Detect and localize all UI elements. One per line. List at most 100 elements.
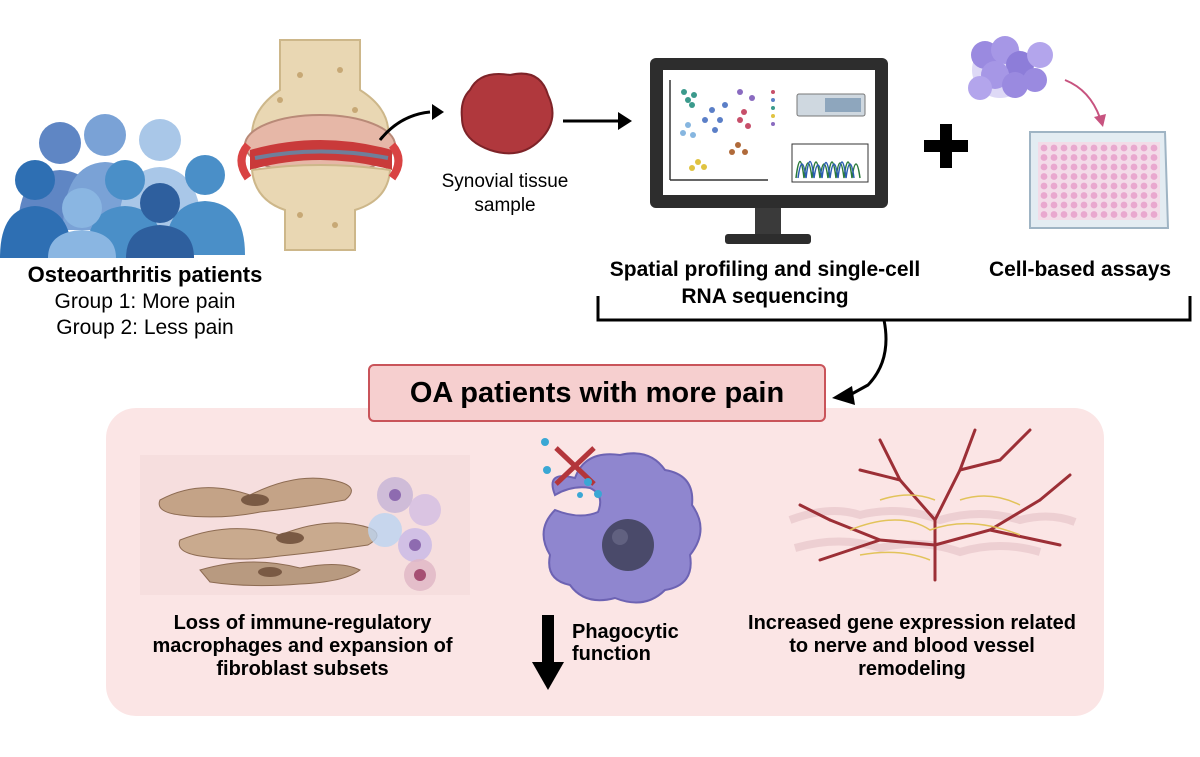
well [1040,211,1048,218]
well [1040,201,1048,209]
well [1120,163,1128,171]
well [1140,163,1148,171]
well [1080,201,1088,209]
well [1150,192,1158,199]
finding-macrophages: Loss of immune-regulatory macrophages an… [152,612,453,680]
well [1110,154,1118,161]
well [1060,201,1068,209]
well [1050,182,1058,190]
well [1100,173,1108,180]
vessel-nerve-illustration [788,428,1077,582]
well [1140,173,1148,180]
well [1100,211,1108,218]
well [1080,163,1088,171]
well [1140,192,1148,199]
synovial-tissue-label: Synovial tissue sample [441,171,569,216]
well [1090,201,1098,209]
well [1060,154,1068,161]
well [1080,173,1088,180]
well [1090,182,1098,190]
well [1090,163,1098,171]
well [1120,154,1128,161]
well [1130,182,1138,190]
well [1050,163,1058,171]
well [1100,201,1108,209]
well [1100,192,1108,199]
well [1130,144,1138,152]
well [1090,144,1098,152]
well [1060,173,1068,180]
well [1150,173,1158,180]
well [1050,211,1058,218]
well [1130,173,1138,180]
well [1110,144,1118,152]
plus-icon [924,124,968,168]
well [1090,211,1098,218]
well [1060,163,1068,171]
knee-joint-illustration [237,39,444,251]
well [1060,192,1068,199]
finding-remodeling: Increased gene expression related to ner… [748,612,1076,680]
well [1050,144,1058,152]
arrow-to-analysis [563,112,632,130]
well [1130,154,1138,161]
well [1140,182,1148,190]
well [1040,173,1048,180]
well [1070,144,1078,152]
well [1040,144,1048,152]
well [1060,182,1068,190]
well [1120,173,1128,180]
well [1110,173,1118,180]
well [1150,154,1158,161]
well [1090,154,1098,161]
well [1120,201,1128,209]
well [1130,201,1138,209]
cell-based-assays-label: Cell-based assays [988,258,1172,281]
well [1130,192,1138,199]
patients-group1: Group 1: More pain [54,290,236,313]
well [1100,154,1108,161]
well [1080,154,1088,161]
methods-bracket [596,296,1192,405]
blocked-phagocytosis-icon [541,438,602,498]
conclusion-box: OA patients with more pain [368,364,826,422]
well [1110,201,1118,209]
well [1040,154,1048,161]
well [1100,163,1108,171]
spatial-profiling-label: Spatial profiling and single-cell RNA se… [609,258,921,309]
well [1150,163,1158,171]
well [1070,163,1078,171]
well [1150,182,1158,190]
well [1100,182,1108,190]
well [1070,211,1078,218]
well [1120,192,1128,199]
finding-phagocytic: Phagocytic function [572,621,679,665]
decrease-arrow-icon [532,615,564,690]
well [1070,192,1078,199]
patients-people-icon [0,114,245,258]
computer-monitor-icon [650,58,888,244]
well [1050,192,1058,199]
well-plate-icon [1029,131,1170,229]
well [1060,144,1068,152]
well [1050,173,1058,180]
well [1080,182,1088,190]
well [1070,173,1078,180]
well [1070,154,1078,161]
well [1080,211,1088,218]
well [1130,211,1138,218]
well [1150,201,1158,209]
well [1120,182,1128,190]
well [1070,201,1078,209]
well [1120,211,1128,218]
well [1110,192,1118,199]
well [1040,163,1048,171]
well [1110,182,1118,190]
well [1060,211,1068,218]
well-plate-wells [1040,144,1158,218]
well [1140,201,1148,209]
conclusion-title: OA patients with more pain [409,376,785,409]
well [1150,144,1158,152]
well [1050,154,1058,161]
synovial-tissue-icon [460,72,554,155]
